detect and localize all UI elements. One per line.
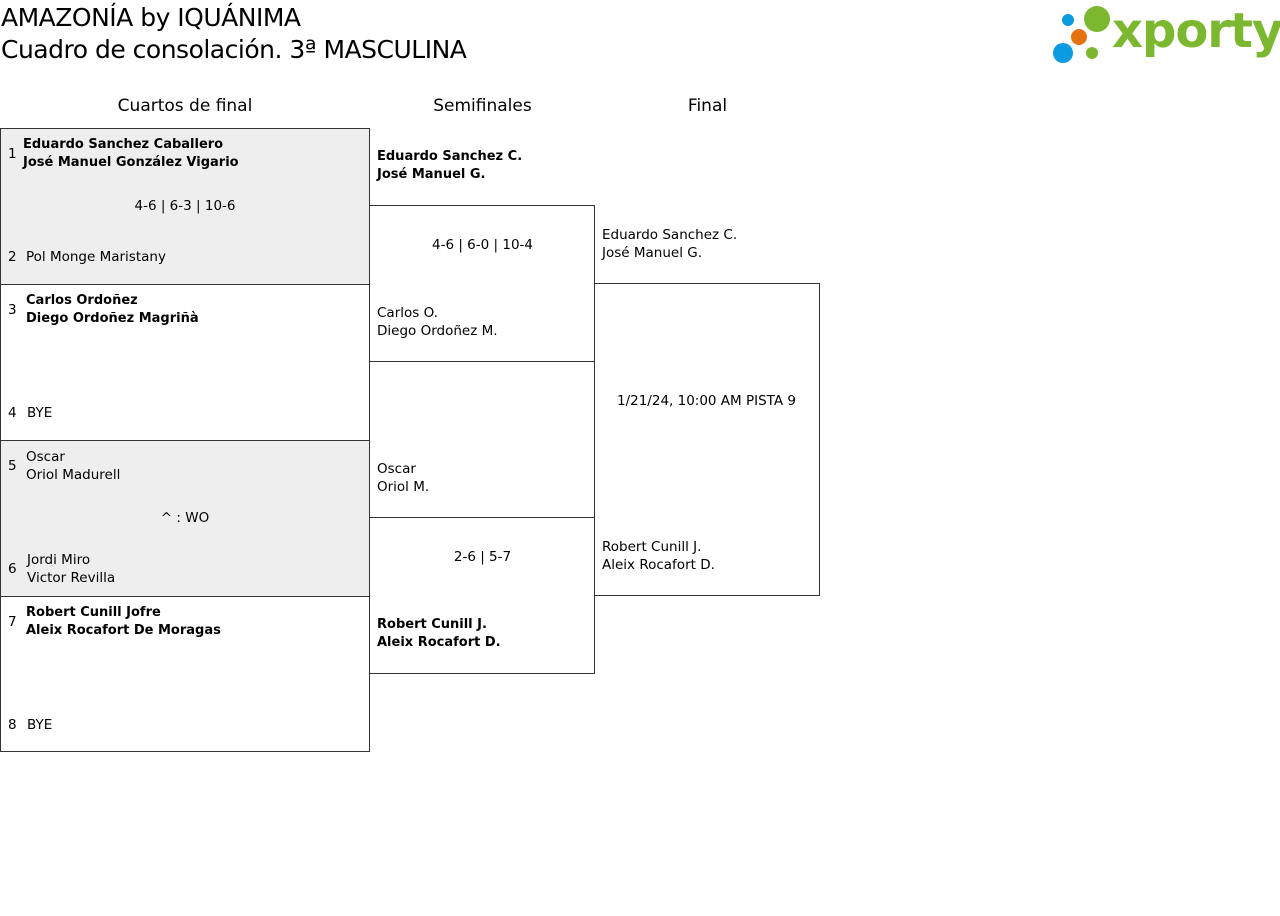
final-match[interactable] [594,283,820,596]
qf-match-1[interactable] [0,128,370,285]
match-score: ^ : WO [160,510,210,526]
match-score: 4-6 | 6-3 | 10-6 [134,198,236,214]
seed: 6 [8,561,17,577]
round-header-final: Final [687,96,728,116]
seed: 5 [8,458,17,474]
team-player: BYE [27,405,53,421]
xporty-logo: xporty [1052,3,1280,65]
qf-match-3[interactable] [0,440,370,597]
team-player: Oscar [377,461,416,477]
team-player: Robert Cunill J. [377,617,487,632]
match-score: 4-6 | 6-0 | 10-4 [432,237,533,253]
match-schedule: 1/21/24, 10:00 AM PISTA 9 [616,393,796,409]
page-subtitle: Cuadro de consolación. 3ª MASCULINA [1,35,467,64]
team-player: Eduardo Sanchez Caballero [23,137,224,152]
team-player: José Manuel González Vigario [23,155,239,170]
team-player: Robert Cunill J. [602,539,702,555]
seed: 1 [8,146,17,162]
team-player: Carlos Ordoñez [26,293,138,308]
team-player: BYE [27,717,53,733]
logo-text: xporty [1112,3,1280,59]
seed: 4 [8,405,17,421]
match-score: 2-6 | 5-7 [453,549,512,565]
team-player: José Manuel G. [602,245,703,261]
team-player: Carlos O. [377,305,438,321]
team-player: Pol Monge Maristany [26,249,166,265]
team-player: Victor Revilla [27,570,116,586]
seed: 7 [8,614,17,630]
round-header-qf: Cuartos de final [117,96,253,116]
team-player: José Manuel G. [377,167,486,182]
seed: 8 [8,717,17,733]
team-player: Diego Ordoñez M. [377,323,498,339]
round-header-sf: Semifinales [433,96,532,116]
team-player: Eduardo Sanchez C. [377,149,523,164]
seed: 3 [8,302,17,318]
team-player: Aleix Rocafort D. [602,557,715,573]
team-player: Aleix Rocafort De Moragas [26,623,221,638]
seed: 2 [8,249,17,265]
team-player: Robert Cunill Jofre [26,605,161,620]
logo-dots-icon [1053,6,1110,63]
team-player: Oriol Madurell [26,467,121,483]
team-player: Oriol M. [377,479,430,495]
team-player: Jordi Miro [27,552,91,568]
team-player: Oscar [26,449,65,465]
team-player: Aleix Rocafort D. [377,635,501,650]
team-player: Eduardo Sanchez C. [602,227,738,243]
team-player: Diego Ordoñez Magriñà [26,311,199,326]
page-title: AMAZONÍA by IQUÁNIMA [1,3,301,32]
qf-match-4[interactable] [0,596,370,752]
